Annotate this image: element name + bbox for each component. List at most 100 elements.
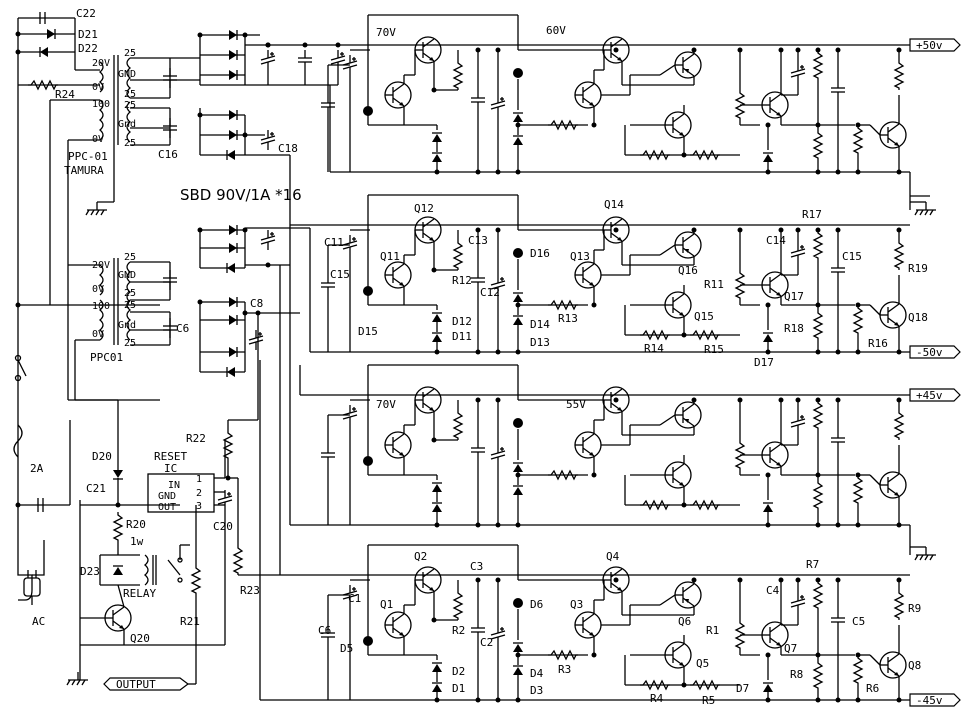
sec-bot-2: GND <box>118 270 136 281</box>
label-c21: C21 <box>86 482 106 495</box>
reg-c-output-voltage: 55V <box>566 398 586 411</box>
tap-top-3: 100 <box>92 99 110 110</box>
ic-pin-num-2: 2 <box>196 488 202 499</box>
label-r21: R21 <box>180 615 200 628</box>
label-c8: C8 <box>250 297 263 310</box>
label-d5: D5 <box>340 642 353 655</box>
label-c18: C18 <box>278 142 298 155</box>
sec-top-5: Gnd <box>118 119 136 130</box>
regulator-block-a <box>320 14 907 175</box>
sec-bot-5: Gnd <box>118 320 136 331</box>
reg-a-output-voltage: 60V <box>546 24 566 37</box>
label-d4: D4 <box>530 667 544 680</box>
label-r16: R16 <box>868 337 888 350</box>
label-d16: D16 <box>530 247 550 260</box>
component-labels: C22 D21 D22 R24 20V 0V 100 0V 25 GND 25 … <box>30 7 928 707</box>
label-q16: Q16 <box>678 264 698 277</box>
label-d14: D14 <box>530 318 550 331</box>
label-d13: D13 <box>530 336 550 349</box>
label-c1: C1 <box>348 592 361 605</box>
label-r2: R2 <box>452 624 465 637</box>
label-q2: Q2 <box>414 550 427 563</box>
trafo-top-name: PPC-01 <box>68 150 108 163</box>
label-q13: Q13 <box>570 250 590 263</box>
tap-bot-2: 0V <box>92 284 104 295</box>
sec-top-2: GND <box>118 69 136 80</box>
label-d7: D7 <box>736 682 749 695</box>
label-r8: R8 <box>790 668 803 681</box>
label-r12: R12 <box>452 274 472 287</box>
label-r17: R17 <box>802 208 822 221</box>
label-d2: D2 <box>452 665 465 678</box>
label-r4: R4 <box>650 692 664 705</box>
label-q1: Q1 <box>380 598 393 611</box>
label-c6-bottom: C6 <box>318 624 331 637</box>
tap-top-4: 0V <box>92 134 104 145</box>
reg-a-input-voltage: 70V <box>376 26 396 39</box>
fuse-rating: 2A <box>30 462 44 475</box>
label-q17: Q17 <box>784 290 804 303</box>
label-q15: Q15 <box>694 310 714 323</box>
label-c15: C15 <box>842 250 862 263</box>
label-r23: R23 <box>240 584 260 597</box>
trafo-bottom-name: PPC01 <box>90 351 123 364</box>
sec-bot-6: 25 <box>124 338 136 349</box>
label-d23: D23 <box>80 565 100 578</box>
label-q11: Q11 <box>380 250 400 263</box>
label-r1: R1 <box>706 624 719 637</box>
rail-label-p50: +50v <box>916 39 943 52</box>
output-label: OUTPUT <box>116 678 156 691</box>
label-r15: R15 <box>704 343 724 356</box>
reg-c-input-voltage: 70V <box>376 398 396 411</box>
label-d3: D3 <box>530 684 543 697</box>
label-r13: R13 <box>558 312 578 325</box>
label-c3: C3 <box>470 560 483 573</box>
label-d15: D15 <box>358 325 378 338</box>
ic-pin-out: OUT <box>158 502 176 513</box>
ac-label: AC <box>32 615 45 628</box>
label-q18: Q18 <box>908 311 928 324</box>
trafo-top-maker: TAMURA <box>64 164 104 177</box>
label-r7: R7 <box>806 558 819 571</box>
label-d1: D1 <box>452 682 465 695</box>
label-c13: C13 <box>468 234 488 247</box>
label-q5: Q5 <box>696 657 709 670</box>
label-q12: Q12 <box>414 202 434 215</box>
regulator-block-b <box>320 194 907 355</box>
label-d17: D17 <box>754 356 774 369</box>
reset-ic-line1: RESET <box>154 450 187 463</box>
sec-top-1: 25 <box>124 48 136 59</box>
regulator-block-c <box>320 364 907 528</box>
label-q8: Q8 <box>908 659 921 672</box>
terminal-minus-45: -45v <box>909 693 961 707</box>
label-r18: R18 <box>784 322 804 335</box>
label-r20: R20 <box>126 518 146 531</box>
regulator-block-d <box>320 544 907 703</box>
rail-label-p45: +45v <box>916 389 943 402</box>
label-q3: Q3 <box>570 598 583 611</box>
tap-bot-1: 20V <box>92 260 110 271</box>
tap-bot-4: 0V <box>92 329 104 340</box>
label-d22: D22 <box>78 42 98 55</box>
label-r14: R14 <box>644 342 664 355</box>
output-terminal <box>103 677 189 691</box>
label-r22: R22 <box>186 432 206 445</box>
label-c22: C22 <box>76 7 96 20</box>
label-c6-top: C6 <box>176 322 189 335</box>
mains-section <box>13 12 178 605</box>
tap-top-1: 20V <box>92 58 110 69</box>
label-q14: Q14 <box>604 198 624 211</box>
sec-top-4: 25 <box>124 100 136 111</box>
label-c5: C5 <box>852 615 865 628</box>
label-c15-left: C15 <box>330 268 350 281</box>
sec-bot-1: 25 <box>124 252 136 263</box>
diode-note: SBD 90V/1A *16 <box>180 186 302 204</box>
label-q4: Q4 <box>606 550 620 563</box>
tap-top-2: 0V <box>92 82 104 93</box>
reset-ic-line2: IC <box>164 462 177 475</box>
rectifier-bridges <box>170 29 310 378</box>
label-r9: R9 <box>908 602 921 615</box>
label-r3: R3 <box>558 663 571 676</box>
